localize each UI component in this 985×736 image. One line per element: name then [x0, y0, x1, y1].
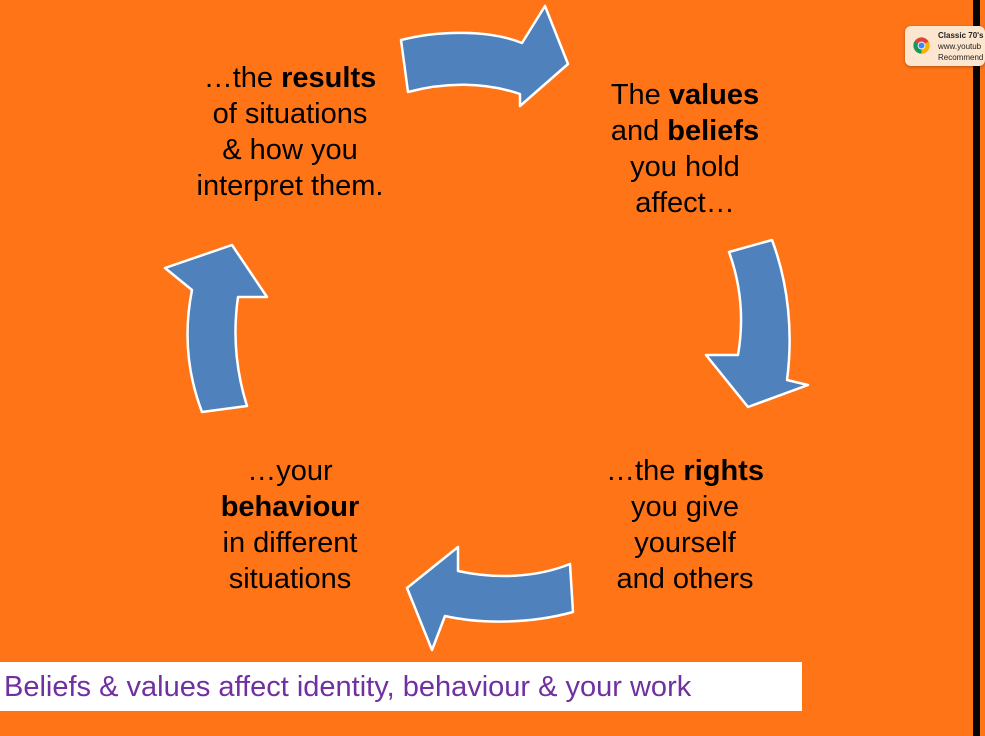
node-results-line3: & how you: [222, 134, 358, 166]
arrow-up-icon: [163, 243, 269, 414]
caption-box: Beliefs & values affect identity, behavi…: [0, 662, 802, 711]
notification-popup[interactable]: Classic 70's www.youtub Recommend: [905, 26, 985, 66]
arrow-down-icon: [704, 238, 810, 409]
notification-text: Classic 70's www.youtub Recommend: [938, 30, 984, 63]
node-results: …the results of situations & how you int…: [160, 60, 420, 204]
node-rights: …the rights you give yourself and others: [560, 453, 810, 597]
node-results-line2: of situations: [212, 98, 368, 130]
caption-text: Beliefs & values affect identity, behavi…: [4, 671, 692, 703]
node-results-line4: interpret them.: [196, 170, 384, 202]
node-values-line4: affect…: [635, 187, 735, 219]
node-rights-line3: yourself: [634, 527, 736, 559]
window-edge-strip: [973, 0, 980, 736]
node-rights-line2: you give: [630, 491, 739, 523]
arrow-left-icon: [405, 545, 575, 652]
node-behaviour-line1: …your: [247, 455, 333, 487]
node-rights-line1: …the rights: [606, 455, 764, 487]
node-values-line3: you hold: [630, 151, 740, 183]
node-values-line1: The values: [610, 79, 760, 111]
node-behaviour-line2: behaviour: [220, 491, 360, 523]
node-values-beliefs: The values and beliefs you hold affect…: [560, 77, 810, 221]
notification-title: Classic 70's: [938, 31, 984, 40]
node-results-line1: …the results: [203, 62, 377, 94]
node-behaviour-line4: situations: [228, 563, 352, 595]
notification-url: www.youtub: [938, 42, 982, 51]
arrow-right-icon: [399, 4, 570, 108]
node-behaviour: …your behaviour in different situations: [160, 453, 420, 597]
node-values-line2: and beliefs: [610, 115, 760, 147]
node-behaviour-line3: in different: [222, 527, 358, 559]
chrome-icon: [913, 37, 930, 54]
notification-sub: Recommend: [938, 53, 984, 62]
node-rights-line4: and others: [616, 563, 754, 595]
